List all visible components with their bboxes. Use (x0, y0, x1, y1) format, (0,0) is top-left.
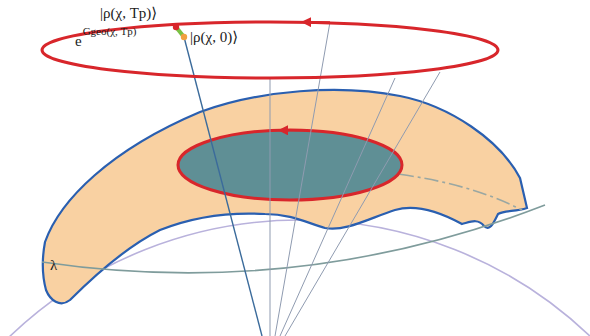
exponent-label: Ggeo(χ, Tp) (83, 26, 137, 37)
state-label: |ρ(χ, Tp)⟩ (100, 6, 157, 21)
loop-arrow (282, 129, 305, 131)
projection-line (184, 37, 262, 336)
projection-lines (270, 22, 440, 336)
lambda-curve (42, 205, 545, 273)
loop-arrow (305, 21, 330, 23)
orange-band (43, 90, 527, 303)
lifted-loop (42, 22, 498, 78)
start-dot (181, 34, 187, 40)
state-label: |ρ(χ, 0)⟩ (190, 30, 238, 45)
end-dot (173, 24, 179, 30)
lambda-label: λ (50, 258, 57, 273)
exponent-base: e (75, 34, 82, 49)
